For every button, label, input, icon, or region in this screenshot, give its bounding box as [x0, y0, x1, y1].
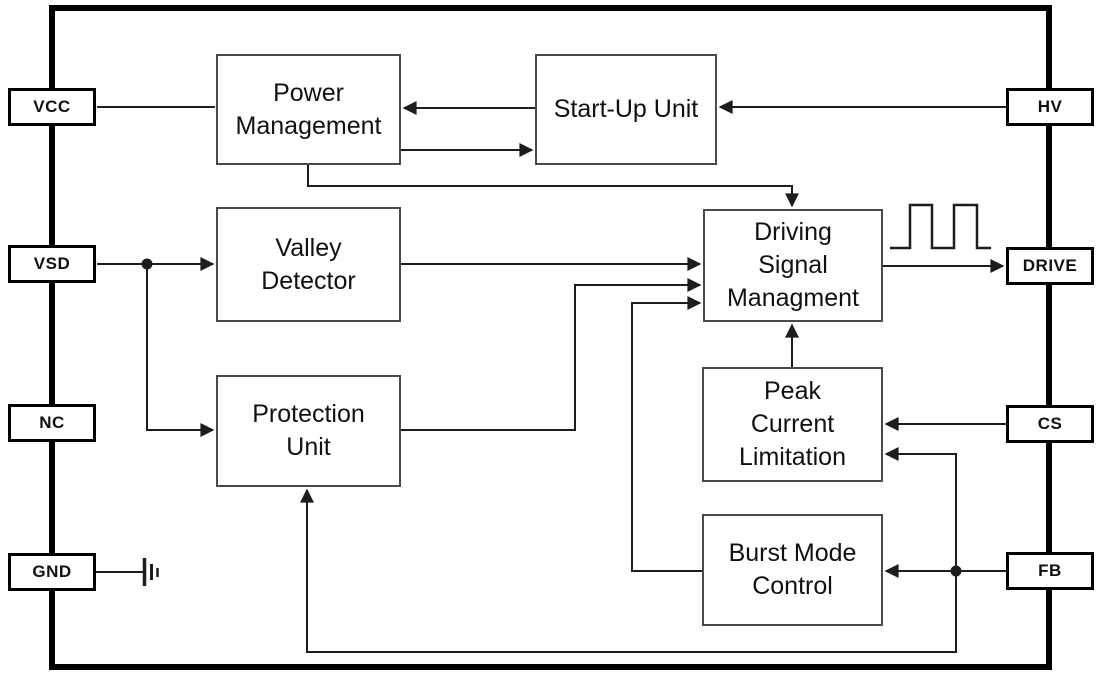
block-valley-detector: Valley Detector	[216, 207, 401, 322]
pin-cs: CS	[1006, 405, 1094, 443]
block-label-line: Managment	[726, 284, 860, 312]
block-label-line: Control	[752, 572, 833, 600]
pin-label: DRIVE	[1022, 256, 1078, 275]
block-label-line: Driving	[754, 218, 832, 246]
block-label-line: Power	[273, 78, 344, 107]
pin-vcc: VCC	[8, 88, 96, 126]
ground-symbol-icon	[96, 558, 159, 586]
pin-label: GND	[32, 562, 72, 581]
pulse-waveform-icon	[890, 203, 991, 250]
line-power-management-to-driving	[307, 165, 799, 208]
block-power-management: Power Management	[216, 54, 401, 165]
line-fb-to-peak-current	[884, 447, 957, 571]
block-label-line: Signal	[758, 251, 828, 279]
block-driving-signal-management: Driving Signal Managment	[703, 209, 883, 322]
block-label-line: Peak	[764, 377, 821, 405]
block-label-line: Limitation	[739, 443, 846, 471]
block-peak-current-limitation: Peak Current Limitation	[702, 367, 883, 482]
block-label-line: Unit	[286, 433, 331, 461]
chip-outline	[49, 5, 1052, 670]
line-burst-mode-to-driving	[631, 296, 702, 572]
line-fb-to-protection-unit	[300, 488, 957, 653]
block-label-line: Valley	[275, 233, 342, 262]
pin-hv: HV	[1006, 88, 1094, 126]
line-vsd-to-protection-unit	[146, 264, 215, 437]
block-label-line: Start-Up Unit	[553, 95, 699, 123]
pin-nc: NC	[8, 404, 96, 442]
block-label-line: Burst Mode	[728, 539, 857, 567]
pin-label: VSD	[33, 254, 71, 273]
pin-label: FB	[1038, 561, 1062, 580]
pin-label: VCC	[33, 97, 71, 116]
pin-vsd: VSD	[8, 245, 96, 283]
junction-dot-vsd	[141, 258, 153, 270]
pin-label: CS	[1037, 414, 1063, 433]
block-burst-mode-control: Burst Mode Control	[702, 514, 883, 626]
line-protection-to-driving	[401, 278, 702, 431]
pin-drive: DRIVE	[1006, 247, 1094, 285]
block-label-line: Current	[750, 410, 835, 438]
block-startup-unit: Start-Up Unit	[535, 54, 717, 165]
pin-fb: FB	[1006, 552, 1094, 590]
block-protection-unit: Protection Unit	[216, 375, 401, 487]
junction-dot-fb	[950, 565, 962, 577]
pin-label: NC	[39, 413, 65, 432]
block-label-line: Protection	[252, 400, 365, 428]
block-label-line: Detector	[261, 266, 356, 295]
pin-gnd: GND	[8, 553, 96, 591]
block-label-line: Management	[235, 111, 382, 140]
pin-label: HV	[1037, 97, 1063, 116]
